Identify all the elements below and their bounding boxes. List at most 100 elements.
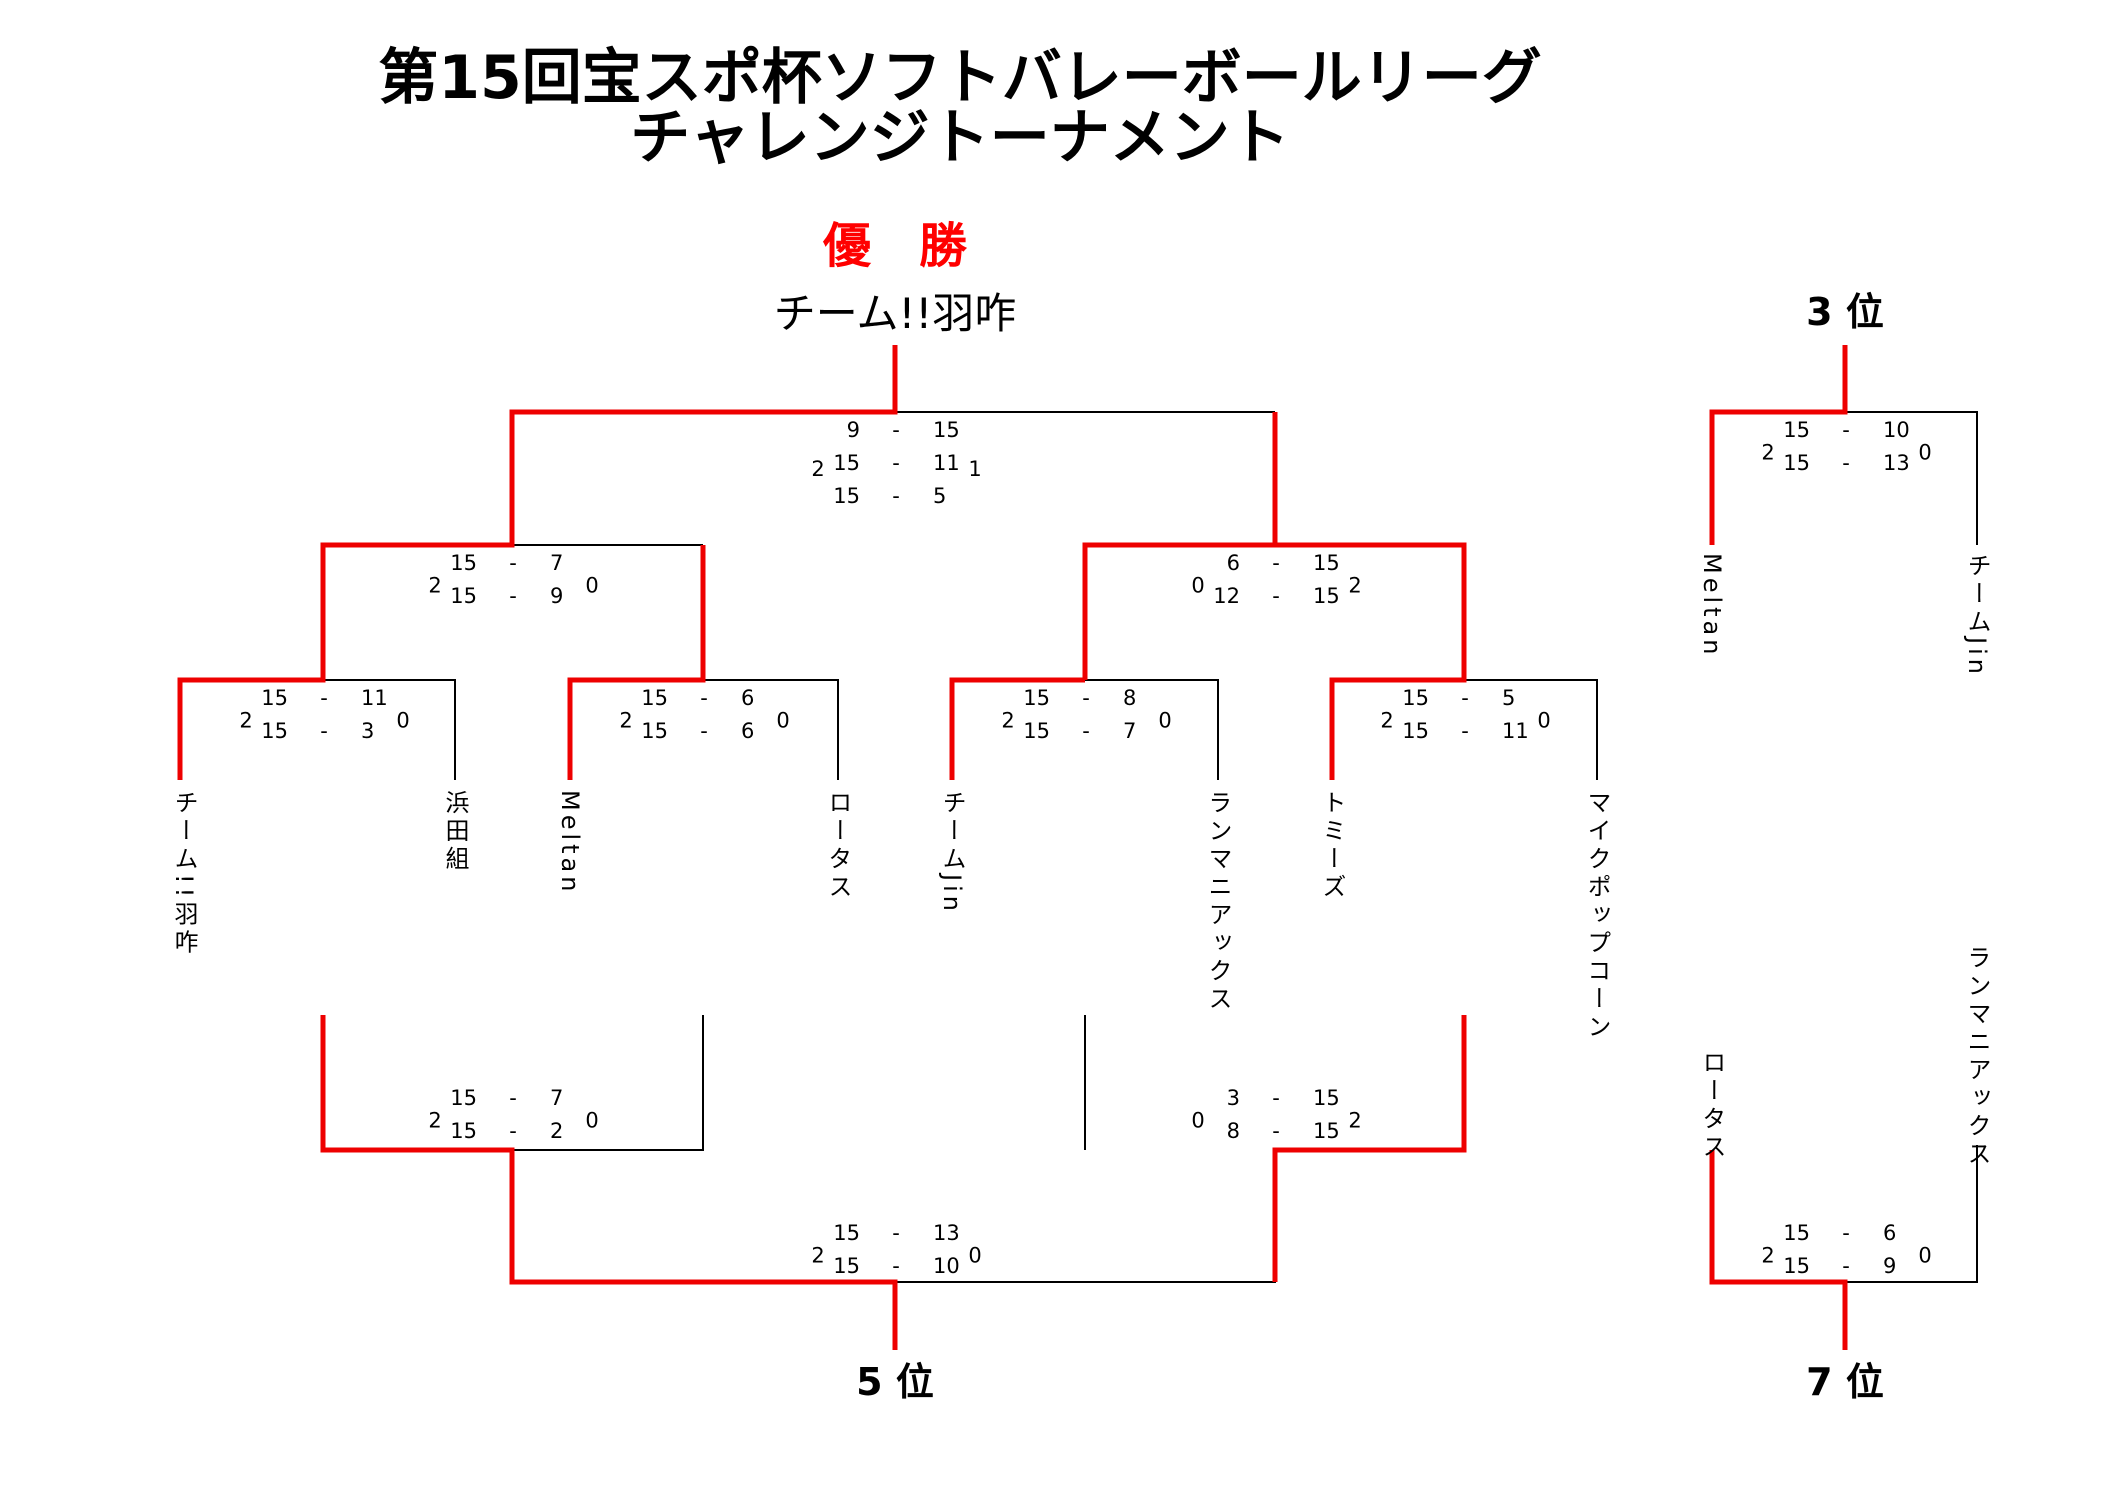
r1c-set1-dash: -: [1082, 686, 1090, 710]
fifth-sets-won-right: 0: [968, 1244, 981, 1268]
sf2-set2-dash: -: [1272, 584, 1280, 608]
r1b-loser-path: [703, 679, 839, 780]
third-loser-path: [1845, 411, 1978, 545]
fifth-sets-won-left: 2: [811, 1244, 824, 1268]
third-set2-dash: -: [1842, 451, 1850, 475]
sf1-set1-left: 15: [450, 551, 477, 575]
seventh-set1-right: 6: [1883, 1221, 1896, 1245]
r1b-set1-left: 15: [641, 686, 668, 710]
cons1-set2-right: 2: [550, 1119, 563, 1143]
cons1-set2-left: 15: [450, 1119, 477, 1143]
winner-team: チーム!!羽咋: [774, 289, 1016, 338]
third-sets-won-left: 2: [1761, 441, 1774, 465]
r1a-loser-path: [323, 679, 456, 780]
team-name-t7: トミーズ: [1318, 790, 1346, 902]
seventh-sets-won-left: 2: [1761, 1244, 1774, 1268]
cons2-set1-right: 15: [1313, 1086, 1340, 1110]
sf2-set1-right: 15: [1313, 551, 1340, 575]
r1c-loser-path: [1085, 679, 1219, 780]
cons1-sets-won-left: 2: [428, 1109, 441, 1133]
final-sets-won-left: 2: [811, 457, 824, 481]
r1d-loser-path: [1464, 679, 1598, 780]
third-set2-right: 13: [1883, 451, 1910, 475]
third-set1-right: 10: [1883, 418, 1910, 442]
seventh-set1-left: 15: [1783, 1221, 1810, 1245]
fifth-set2-right: 10: [933, 1254, 960, 1278]
sf2-set1-dash: -: [1272, 551, 1280, 575]
sf1-set2-right: 9: [550, 584, 563, 608]
r1a-set2-left: 15: [261, 719, 288, 743]
r1b-sets-won-right: 0: [776, 709, 789, 733]
r1d-set2-left: 15: [1402, 719, 1429, 743]
r1a-set1-left: 15: [261, 686, 288, 710]
third-set2-left: 15: [1783, 451, 1810, 475]
r1b-set2-dash: -: [700, 719, 708, 743]
sf2-set2-right: 15: [1313, 584, 1340, 608]
r1a-set2-right: 3: [361, 719, 374, 743]
cons2-set2-right: 15: [1313, 1119, 1340, 1143]
final-set1-dash: -: [892, 418, 900, 442]
cons2-set1-dash: -: [1272, 1086, 1280, 1110]
final-set3-left: 15: [833, 484, 860, 508]
team-name-t2: 浜田組: [441, 790, 469, 874]
sf1-set1-dash: -: [509, 551, 517, 575]
third-sets-won-right: 0: [1918, 441, 1931, 465]
r1a-winner-path: [177, 345, 898, 780]
final-sets-won-right: 1: [968, 457, 981, 481]
cons2-set2-dash: -: [1272, 1119, 1280, 1143]
r1c-set1-left: 15: [1023, 686, 1050, 710]
r1d-winner-path: [1272, 412, 1467, 780]
seventh-place-label: 7 位: [1806, 1360, 1884, 1404]
fifth-set2-dash: -: [892, 1254, 900, 1278]
seventh-loser-path: [1845, 1145, 1978, 1283]
cons2-sets-won-right: 2: [1348, 1109, 1361, 1133]
team-name-third_right: チームJin: [1963, 553, 1991, 678]
r1a-set2-dash: -: [320, 719, 328, 743]
r1d-set1-right: 5: [1502, 686, 1515, 710]
r1b-set1-right: 6: [741, 686, 754, 710]
sf1-set1-right: 7: [550, 551, 563, 575]
team-name-t6: ランマニアックス: [1204, 790, 1232, 1014]
fifth-set2-left: 15: [833, 1254, 860, 1278]
r1c-sets-won-left: 2: [1001, 709, 1014, 733]
cons2-set1-left: 3: [1227, 1086, 1240, 1110]
fifth-set1-dash: -: [892, 1221, 900, 1245]
cons1-sets-won-right: 0: [585, 1109, 598, 1133]
r1b-set2-left: 15: [641, 719, 668, 743]
r1c-sets-won-right: 0: [1158, 709, 1171, 733]
final-set3-right: 5: [933, 484, 946, 508]
r1c-set2-right: 7: [1123, 719, 1136, 743]
team-name-t1: チーム!!羽咋: [170, 790, 198, 957]
page-title-line2: チャレンジトーナメント: [630, 103, 1289, 173]
r1b-set2-right: 6: [741, 719, 754, 743]
sf1-set2-dash: -: [509, 584, 517, 608]
fifth-set1-right: 13: [933, 1221, 960, 1245]
cons1-set1-right: 7: [550, 1086, 563, 1110]
seventh-winner-path: [1709, 1150, 1848, 1350]
fifth-place-label: 5 位: [856, 1360, 934, 1404]
r1a-sets-won-right: 0: [396, 709, 409, 733]
cons1-loser-path: [512, 1015, 704, 1151]
final-set1-left: 9: [847, 418, 860, 442]
team-name-t5: チームJin: [938, 790, 966, 915]
seventh-sets-won-right: 0: [1918, 1244, 1931, 1268]
third-winner-path: [1709, 345, 1848, 545]
r1d-sets-won-left: 2: [1380, 709, 1393, 733]
team-name-seventh_right: ランマニアックス: [1963, 945, 1991, 1169]
third-set1-left: 15: [1783, 418, 1810, 442]
r1c-winner-path: [949, 677, 1085, 780]
sf2-winner-path: [1082, 542, 1275, 680]
team-name-seventh_left: ロータス: [1698, 1050, 1726, 1162]
cons1-winner-path: [320, 1015, 898, 1350]
final-set1-right: 15: [933, 418, 960, 442]
r1b-set1-dash: -: [700, 686, 708, 710]
sf1-set2-left: 15: [450, 584, 477, 608]
fifth-set1-left: 15: [833, 1221, 860, 1245]
team-name-t8: マイクポップコーン: [1583, 790, 1611, 1042]
seventh-set2-right: 9: [1883, 1254, 1896, 1278]
cons2-winner-path: [1272, 1015, 1467, 1282]
cons2-set2-left: 8: [1227, 1119, 1240, 1143]
